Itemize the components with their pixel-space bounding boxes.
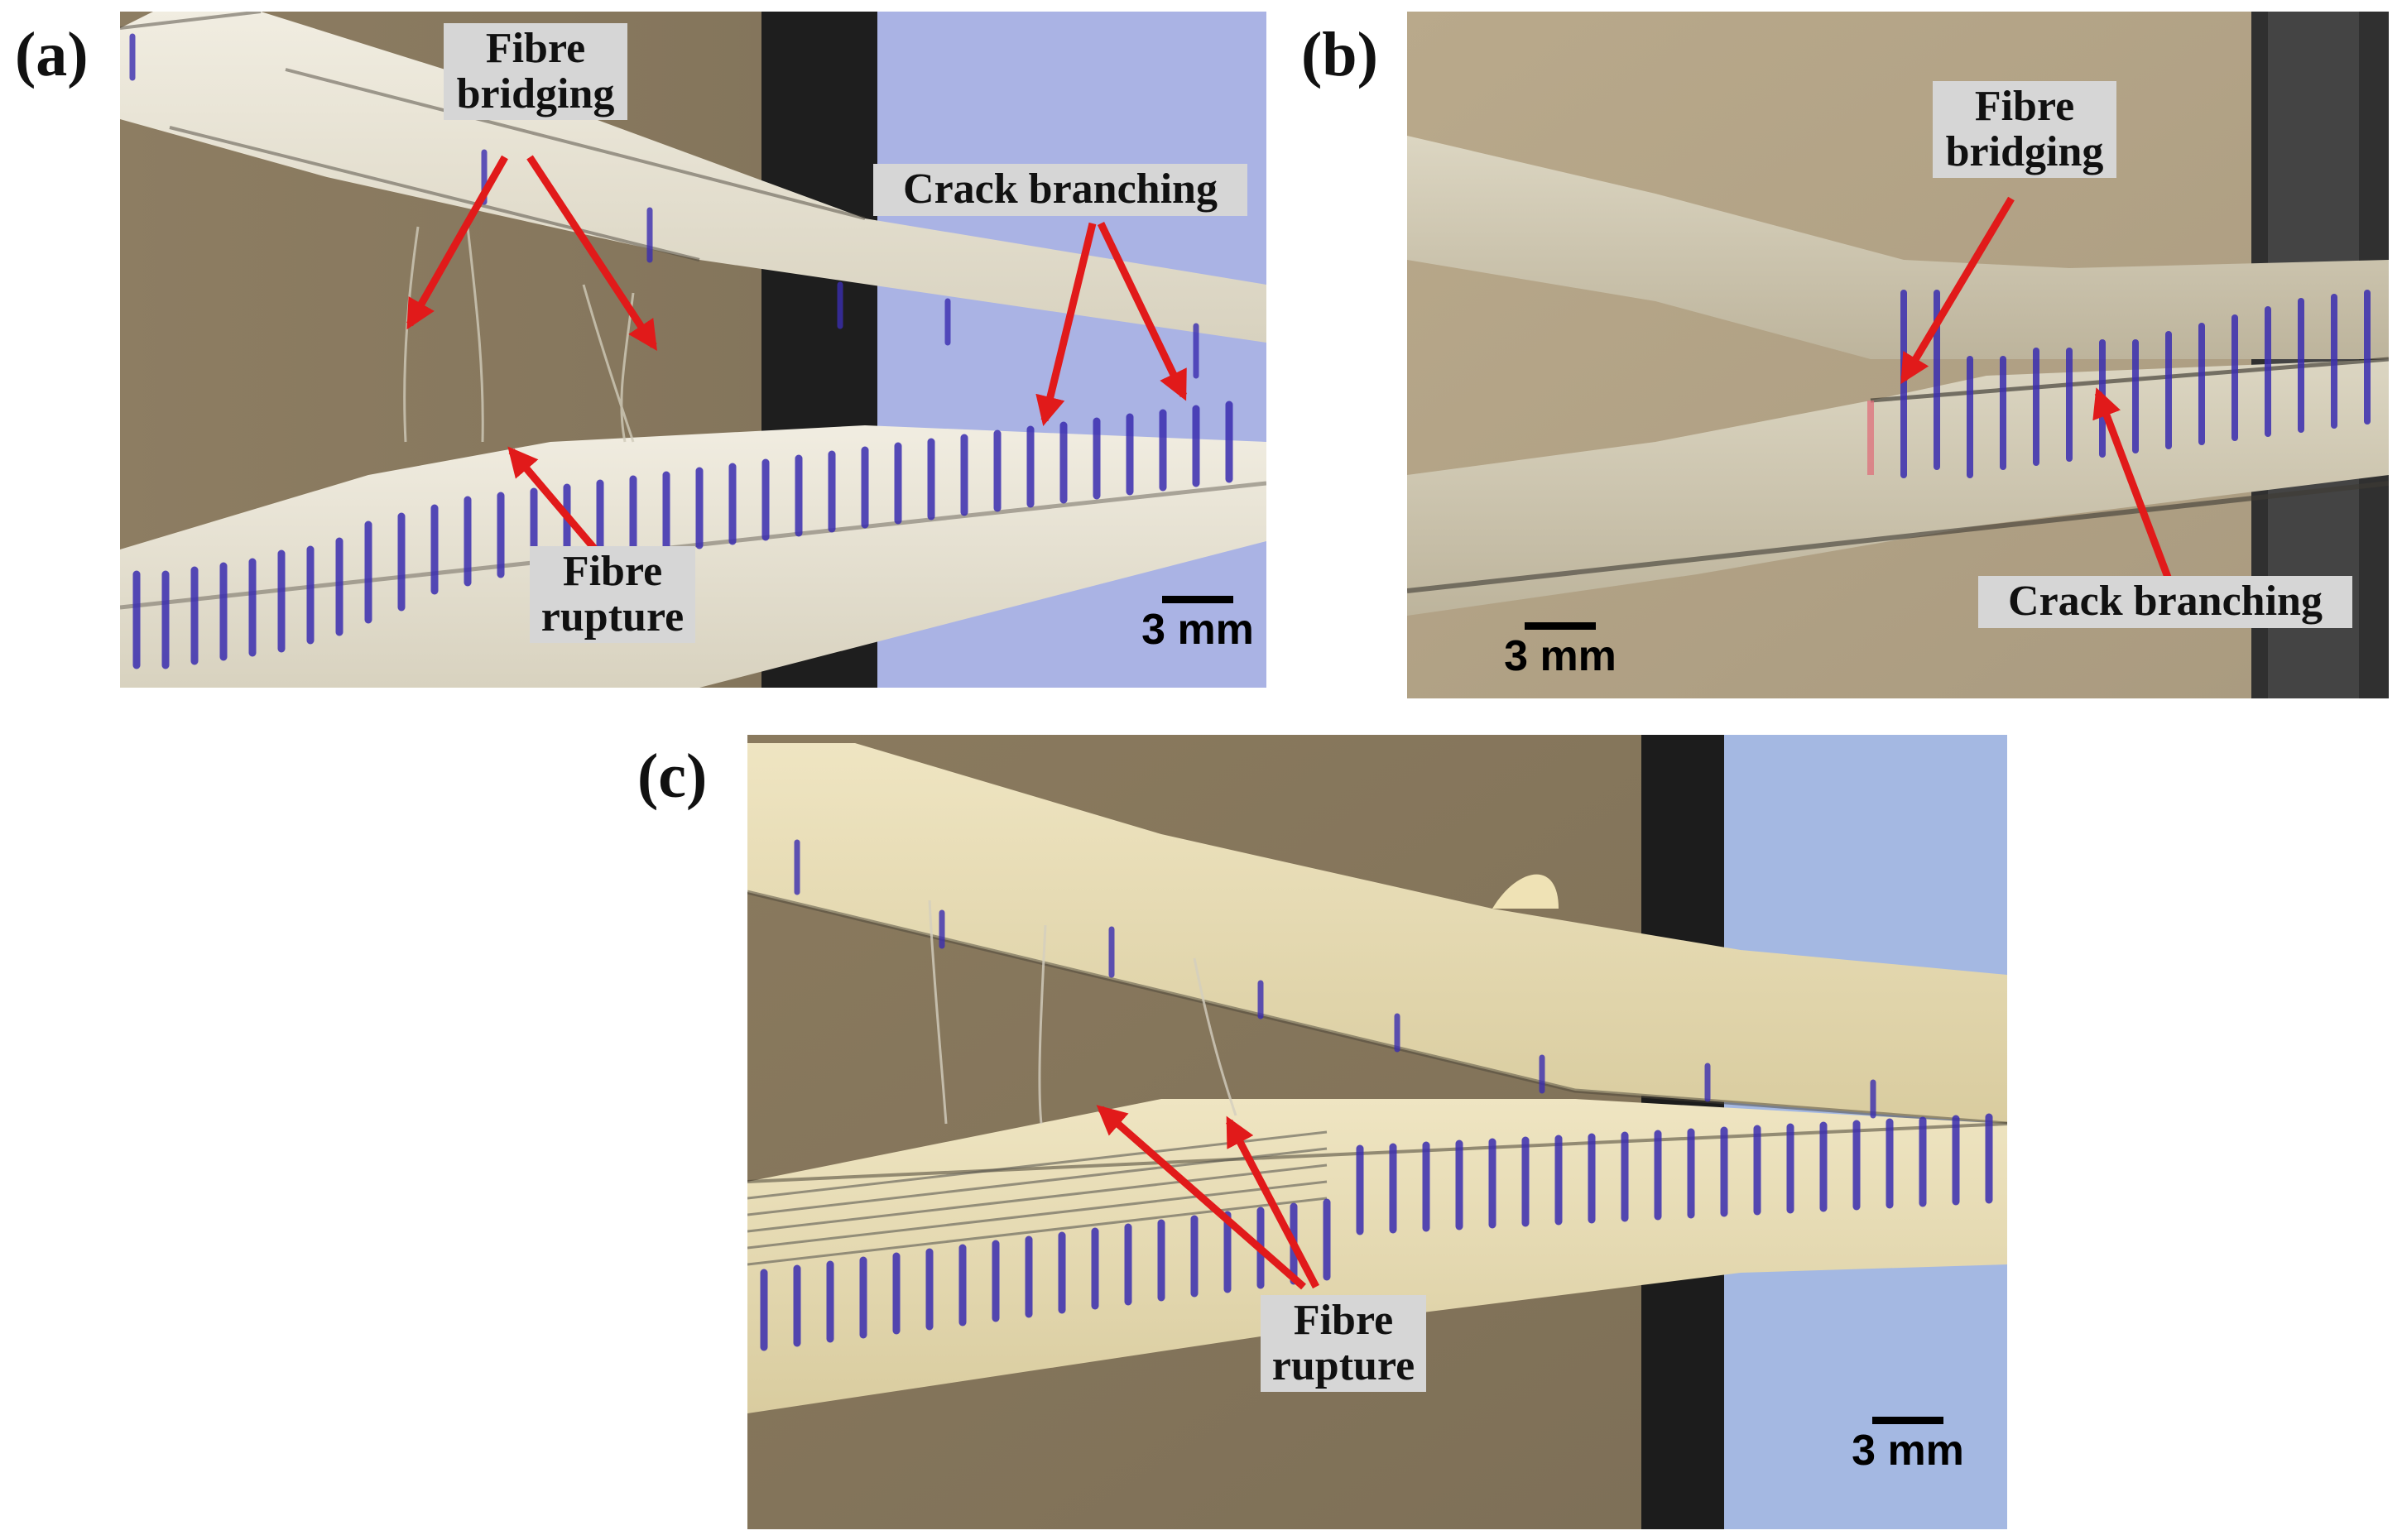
callout-a-crack-branching: Crack branching [873,164,1247,216]
panel-label-a: (a) [15,20,89,89]
scalebar-a-label: 3 mm [1141,606,1254,654]
scalebar-b-bar [1525,622,1596,630]
panel-label-b: (b) [1301,20,1378,89]
scalebar-c-label: 3 mm [1852,1427,1964,1475]
callout-b-fibre-bridging: Fibre bridging [1933,81,2116,179]
scalebar-c-bar [1872,1417,1943,1424]
callout-c-fibre-rupture: Fibre rupture [1261,1295,1426,1393]
scalebar-a-bar [1162,596,1233,603]
scalebar-b-label: 3 mm [1504,632,1617,680]
callout-a-fibre-bridging: Fibre bridging [444,23,627,121]
scalebar-b: 3 mm [1490,622,1631,678]
callout-b-crack-branching: Crack branching [1978,576,2352,628]
scalebar-c: 3 mm [1838,1417,1978,1472]
panel-label-c: (c) [637,741,708,811]
scalebar-a: 3 mm [1127,596,1268,651]
photo-panel-c [747,735,2007,1529]
callout-a-fibre-rupture: Fibre rupture [530,546,695,644]
